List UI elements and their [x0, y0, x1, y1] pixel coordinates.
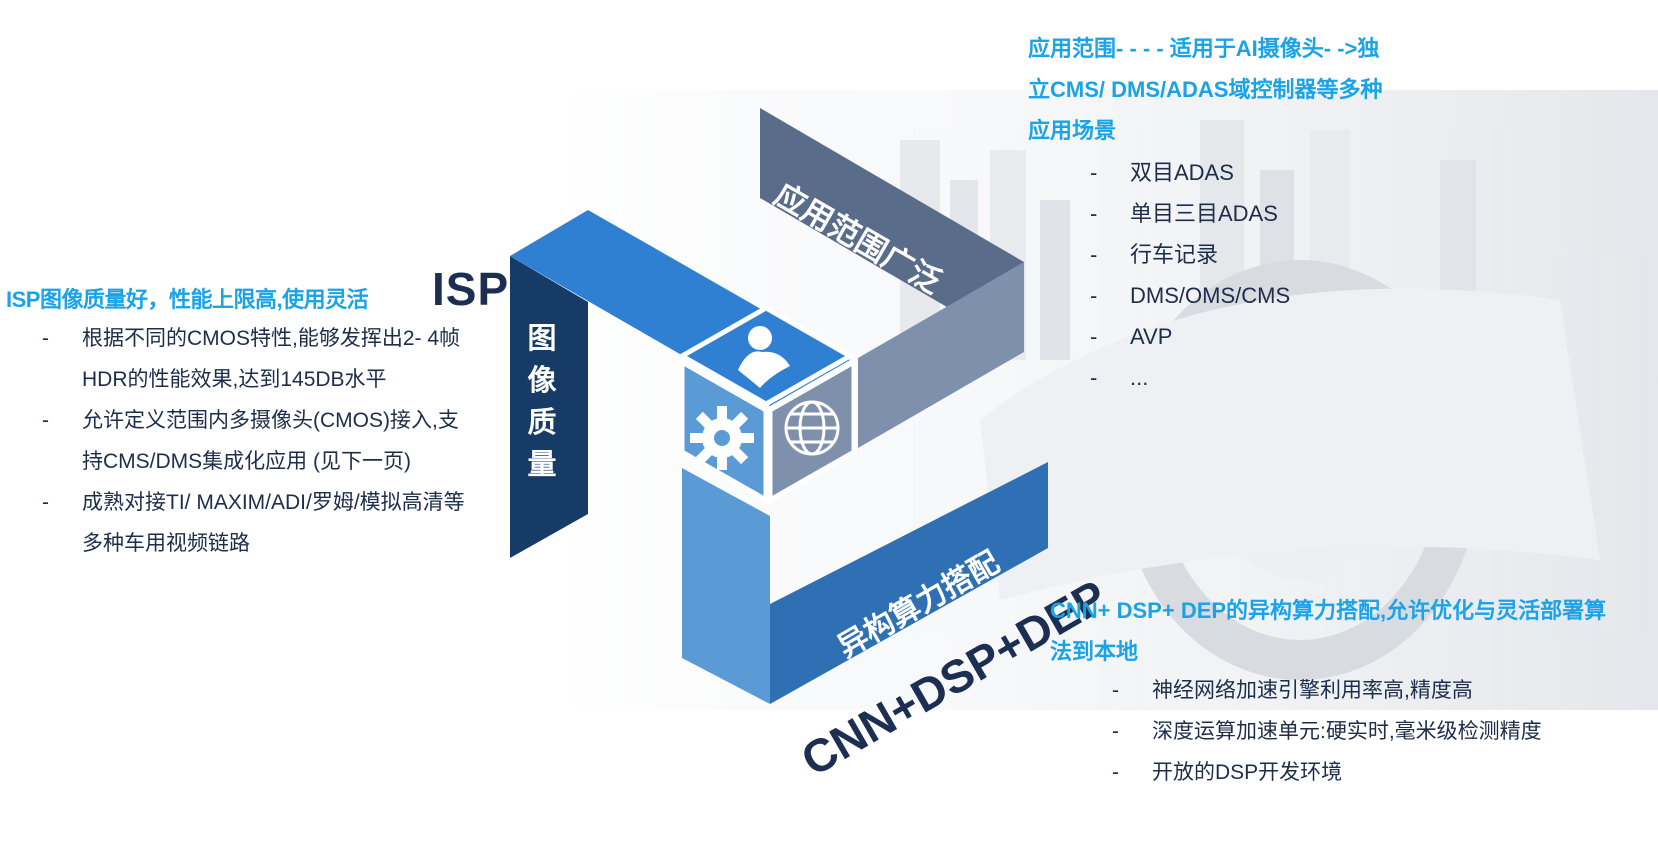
application-heading: 应用范围- - - - 适用于AI摄像头- ->独立CMS/ DMS/ADAS域…: [1028, 36, 1383, 143]
list-item: -AVP: [1090, 316, 1290, 357]
compute-vertical-face: [682, 468, 770, 704]
isp-vertical-bar: [510, 256, 588, 558]
application-ribbon-top: [760, 108, 1024, 352]
gear-icon: [690, 406, 754, 470]
compute-heading: CNN+ DSP+ DEP的异构算力搭配,允许优化与灵活部署算法到本地: [1050, 598, 1607, 664]
application-ribbon-side: [858, 262, 1024, 448]
list-item: -...: [1090, 357, 1290, 398]
isp-feature-list: -根据不同的CMOS特性,能够发挥出2- 4帧 HDR的性能效果,达到145DB…: [42, 318, 465, 564]
dash-bullet: -: [42, 491, 49, 514]
list-item: -行车记录: [1090, 234, 1290, 275]
application-list: -双目ADAS -单目三目ADAS -行车记录 -DMS/OMS/CMS -AV…: [1090, 152, 1290, 398]
globe-icon: [784, 400, 840, 456]
dash-bullet: -: [1090, 201, 1098, 226]
dash-bullet: -: [1090, 324, 1098, 349]
dash-bullet: -: [1112, 679, 1119, 702]
list-item: 持CMS/DMS集成化应用 (见下一页): [82, 450, 411, 473]
image-quality-vertical-label: 图像质量: [527, 323, 557, 481]
list-item: -双目ADAS: [1090, 152, 1290, 193]
isp-big-label: ISP: [432, 263, 510, 315]
compute-bottom-ribbon: [770, 462, 1048, 704]
list-item: -深度运算加速单元:硬实时,毫米级检测精度: [1112, 711, 1542, 752]
dash-bullet: -: [42, 327, 49, 350]
dash-bullet: -: [1090, 160, 1098, 185]
dash-bullet: -: [42, 409, 49, 432]
list-item: -神经网络加速引擎利用率高,精度高: [1112, 670, 1542, 711]
list-item: -允许定义范围内多摄像头(CMOS)接入,支: [42, 400, 465, 441]
list-item: HDR的性能效果,达到145DB水平: [82, 368, 387, 391]
list-item: -单目三目ADAS: [1090, 193, 1290, 234]
list-item: -根据不同的CMOS特性,能够发挥出2- 4帧: [42, 318, 465, 359]
dash-bullet: -: [1090, 283, 1098, 308]
dash-bullet: -: [1112, 720, 1119, 743]
dash-bullet: -: [1090, 365, 1098, 390]
list-item: -开放的DSP开发环境: [1112, 752, 1542, 793]
list-item: 多种车用视频链路: [82, 532, 250, 555]
list-item: -DMS/OMS/CMS: [1090, 275, 1290, 316]
compute-list: -神经网络加速引擎利用率高,精度高 -深度运算加速单元:硬实时,毫米级检测精度 …: [1112, 670, 1542, 793]
dash-bullet: -: [1112, 761, 1119, 784]
list-item: -成熟对接TI/ MAXIM/ADI/罗姆/模拟高清等: [42, 482, 465, 523]
user-icon: [738, 326, 790, 388]
dash-bullet: -: [1090, 242, 1098, 267]
cube-right-face: [767, 357, 857, 505]
isp-heading: ISP图像质量好，性能上限高,使用灵活: [6, 287, 369, 312]
